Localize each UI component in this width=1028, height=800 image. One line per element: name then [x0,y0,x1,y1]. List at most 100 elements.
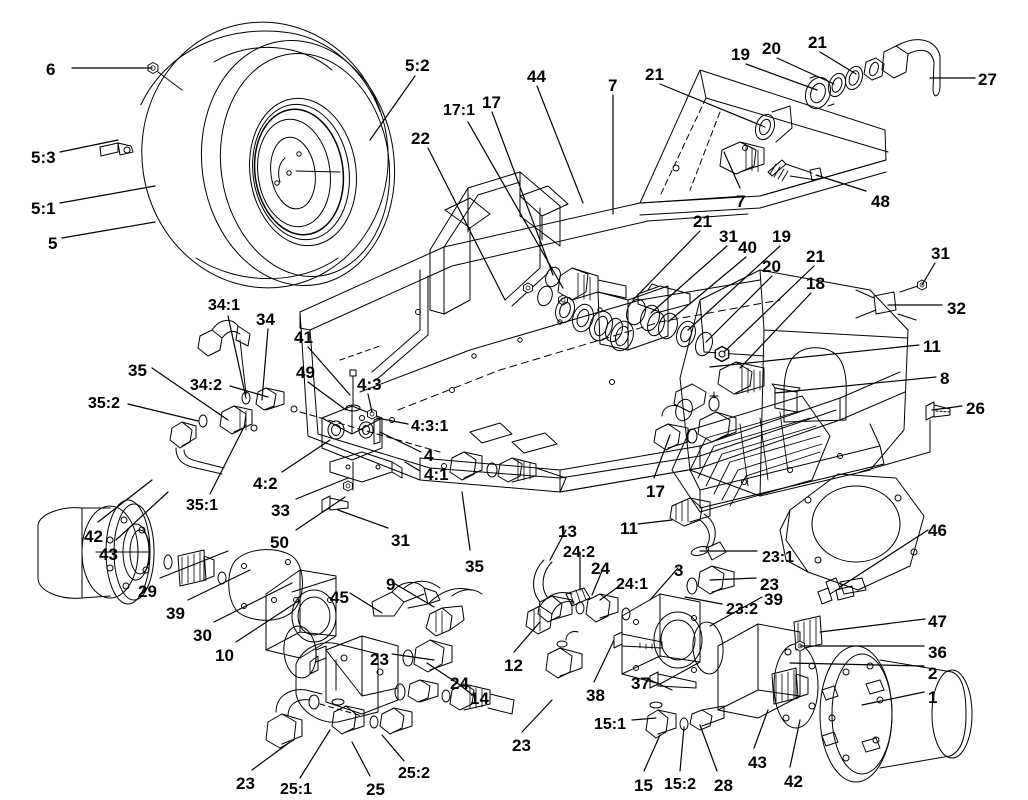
callout-label-17: 17 [646,482,665,501]
leader-line-39 [187,569,251,601]
callout-label-26: 26 [966,399,985,418]
leader-line-43 [753,709,769,749]
callout-label-17: 17 [482,93,501,112]
leader-line-9 [391,581,435,608]
leader-line-44 [536,85,584,204]
leader-line-5-3 [59,139,119,153]
leader-line-23-2 [684,596,723,605]
callout-label-31: 31 [391,531,410,550]
bolt-26 [859,401,951,473]
callout-label-31: 31 [719,227,738,246]
callout-label-24: 24 [591,559,610,578]
nut-21-upper [863,57,885,81]
callout-label-40: 40 [738,238,757,257]
leader-line-11 [709,344,920,368]
leader-line-23 [391,653,435,661]
callout-label-25: 25 [366,780,385,799]
leader-lines [59,51,976,779]
callout-label-22: 22 [411,129,430,148]
leader-line-4 [379,431,422,453]
leader-line-7 [723,151,741,189]
leader-line-10 [235,599,301,643]
leader-line-35-1 [209,424,246,495]
leader-line-33 [295,477,349,500]
leader-line-24 [591,565,605,596]
leader-line-20 [705,275,773,343]
leader-line-39 [709,596,763,627]
leader-line-40 [667,256,747,323]
callout-label-14: 14 [470,689,489,708]
callout-label-42: 42 [84,527,103,546]
callout-label-13: 13 [558,522,577,541]
callout-label-8: 8 [940,369,950,388]
callout-label-21: 21 [806,247,825,266]
callout-label-4-3-1: 4:3:1 [411,418,449,435]
callout-label-25-2: 25:2 [398,765,431,782]
lug-nut-6 [147,61,183,91]
leader-line-30 [213,582,293,623]
leader-line-21 [723,265,815,353]
leader-line-17 [653,434,671,479]
callout-label-49: 49 [296,363,315,382]
callout-label-24-2: 24:2 [563,544,596,561]
callout-label-39: 39 [764,590,783,609]
leader-line-24-1 [599,583,623,601]
callout-label-7: 7 [736,192,746,211]
leader-line-28 [699,724,718,772]
leader-line-19 [745,63,818,91]
callout-label-25-1: 25:1 [280,781,313,798]
clamp-32 [855,285,919,321]
callout-label-3: 3 [674,561,684,580]
callout-label-43: 43 [748,753,767,772]
leader-line-1 [861,691,925,706]
callout-label-44: 44 [527,67,546,86]
leader-line-4-2 [281,439,331,473]
callout-label-6: 6 [46,60,56,79]
valve-stem-5-3 [99,142,134,157]
callout-label-5-2: 5:2 [405,56,430,75]
leader-line-18 [739,292,812,369]
callout-label-28: 28 [714,776,733,795]
callout-label-35: 35 [465,557,484,576]
callout-label-34: 34 [256,310,275,329]
callout-label-23: 23 [760,575,779,594]
control-valve-block [321,369,403,513]
leader-line-31 [650,245,728,314]
leader-line-42 [789,719,801,768]
callout-label-34-2: 34:2 [190,377,223,394]
leader-line-23 [521,699,553,733]
hose-35-right [441,451,567,493]
callout-label-11: 11 [620,519,638,538]
leader-line-43 [115,491,169,541]
callout-label-21: 21 [645,65,664,84]
callout-label-1: 1 [928,688,938,707]
callout-label-35-2: 35:2 [88,395,121,412]
leader-line-35 [151,367,229,421]
leader-line-31 [921,262,936,286]
callout-label-33: 33 [271,501,290,520]
hose-35 [169,405,258,475]
callout-label-5-3: 5:3 [31,148,56,167]
leader-line-3 [649,567,679,601]
leader-line-31 [337,509,389,529]
leader-line-5-1 [59,185,156,204]
callout-label-4-3: 4:3 [357,375,382,394]
leader-line-34-2 [229,385,269,398]
center-manifold-and-orings [523,266,765,443]
callout-label-29: 29 [138,582,157,601]
leader-line-21 [632,230,701,301]
callout-label-24: 24 [450,674,469,693]
callout-label-19: 19 [731,45,750,64]
callout-label-11: 11 [923,337,941,356]
callout-label-4: 4 [424,446,434,465]
leader-line-15 [643,734,661,772]
callout-label-42: 42 [784,772,803,791]
callout-label-24-1: 24:1 [616,576,649,593]
callout-label-19: 19 [772,227,791,246]
callout-label-48: 48 [871,192,890,211]
leader-line-25-1 [299,729,331,779]
callout-label-36: 36 [928,643,947,662]
leader-line-19 [687,245,781,331]
leader-line-35 [461,491,471,551]
